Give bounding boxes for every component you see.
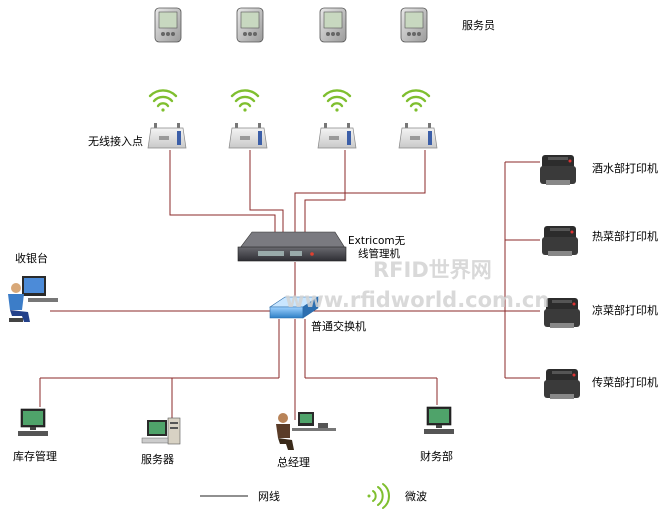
pda-3 (319, 7, 347, 43)
watermark-brand: RFID世界网 (373, 258, 492, 282)
label-inventory: 库存管理 (13, 449, 57, 463)
label-general-manager: 总经理 (277, 455, 310, 469)
printer-hot (542, 226, 578, 256)
printer-cold (544, 298, 580, 328)
label-server: 服务器 (141, 453, 174, 466)
cashier-station (8, 276, 58, 322)
label-switch: 普通交换机 (311, 319, 366, 333)
legend-microwave-icon (367, 483, 390, 509)
wifi-icon (401, 89, 431, 113)
legend: 网线 微波 (200, 483, 427, 509)
label-cashier: 收银台 (15, 251, 48, 265)
finance-computer (423, 406, 455, 435)
access-point-4 (398, 122, 438, 149)
label-waiter: 服务员 (462, 19, 495, 32)
access-point-1 (147, 122, 187, 149)
pda-4 (400, 7, 428, 43)
wifi-icon (230, 89, 260, 113)
label-printer-drinks: 酒水部打印机 (592, 161, 658, 175)
network-switch (269, 296, 319, 319)
watermark-url: www.rfidworld.com.cn (285, 288, 549, 312)
label-extricom-line1: Extricom无 (348, 235, 406, 247)
access-point-2 (228, 122, 268, 149)
label-access-point: 无线接入点 (88, 134, 143, 148)
wifi-icon (148, 89, 178, 113)
label-extricom-line2: 线管理机 (358, 247, 400, 260)
network-wiring (39, 150, 540, 420)
access-point-3 (317, 122, 357, 149)
legend-network-label: 网线 (258, 489, 280, 503)
legend-microwave-label: 微波 (405, 489, 427, 503)
printer-snack (544, 369, 580, 399)
label-printer-cold: 凉菜部打印机 (592, 303, 658, 317)
server-computer (141, 417, 181, 445)
wifi-icon (322, 89, 352, 113)
wireless-manager (237, 231, 347, 262)
label-printer-snack: 传菜部打印机 (592, 375, 658, 389)
pda-1 (154, 7, 182, 43)
printer-drinks (540, 155, 576, 185)
general-manager-desk (276, 412, 336, 450)
label-finance: 财务部 (420, 449, 453, 463)
inventory-computer (17, 408, 49, 437)
label-printer-hot: 热菜部打印机 (592, 229, 658, 243)
pda-2 (236, 7, 264, 43)
